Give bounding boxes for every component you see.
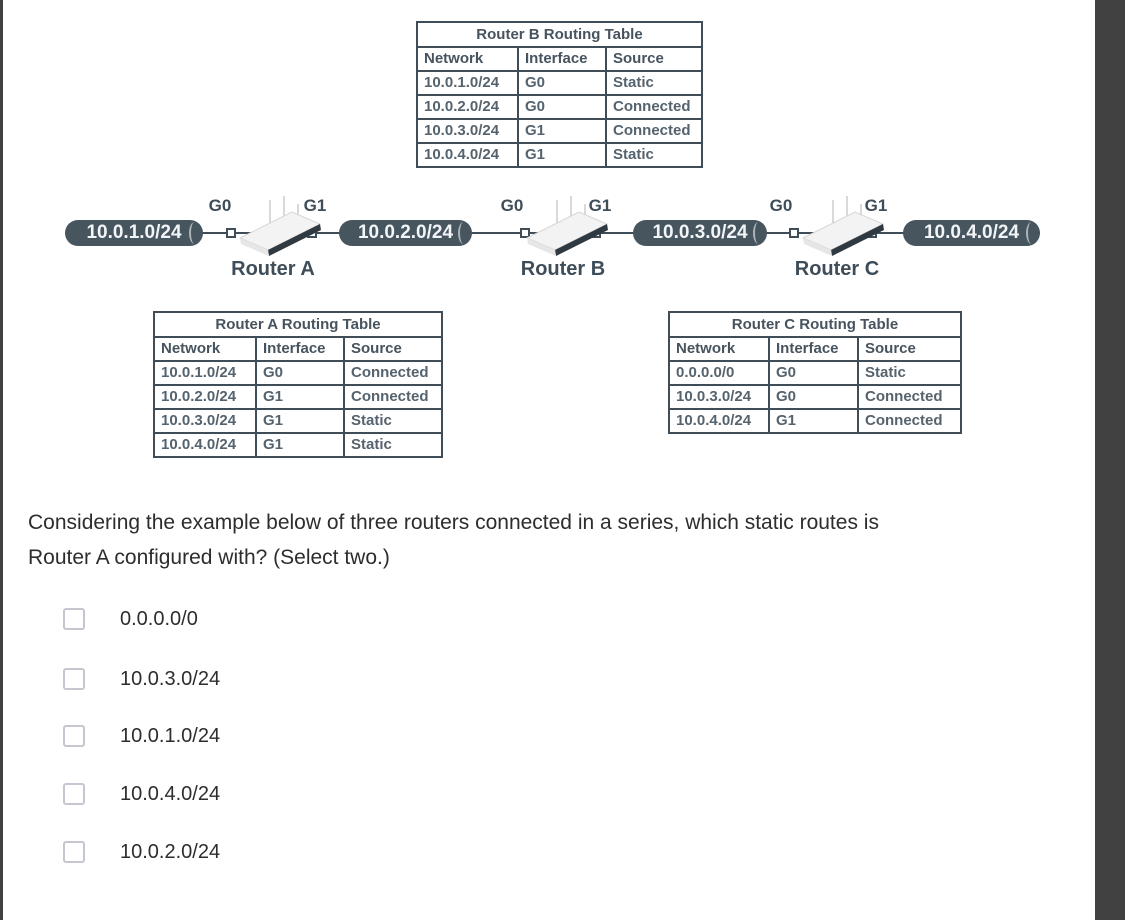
cell-interface: G1 [517,142,607,168]
table-row: 10.0.3.0/24 G1 Static [153,408,443,434]
cell-network: 10.0.4.0/24 [416,142,519,168]
col-header-source: Source [605,46,703,72]
cell-network: 10.0.3.0/24 [668,384,770,410]
cell-source: Connected [605,94,703,120]
port-label-router-a-g0: G0 [208,196,232,215]
router-icon [801,196,885,256]
table-title: Router A Routing Table [153,311,443,338]
router-a-routing-table: Router A Routing Table Network Interface… [153,311,443,458]
answer-option-2[interactable]: 10.0.3.0/24 [0,668,600,698]
cell-interface: G1 [255,432,345,458]
cell-network: 10.0.3.0/24 [153,408,257,434]
cell-source: Connected [605,118,703,144]
option-label: 0.0.0.0/0 [120,608,198,630]
cell-source: Static [605,142,703,168]
answer-option-1[interactable]: 0.0.0.0/0 [0,608,600,638]
col-header-network: Network [668,336,770,362]
table-row: 10.0.1.0/24 G0 Connected [153,360,443,386]
col-header-network: Network [153,336,257,362]
cell-interface: G0 [517,70,607,96]
router-a-label: Router A [231,258,315,280]
cell-source: Connected [343,360,443,386]
router-c-label: Router C [794,258,880,280]
cell-source: Static [857,360,962,386]
cell-network: 10.0.2.0/24 [153,384,257,410]
router-b-routing-table: Router B Routing Table Network Interface… [416,21,703,168]
port-label-router-a-g1: G1 [303,196,327,215]
cell-source: Connected [343,384,443,410]
cell-interface: G1 [255,384,345,410]
cell-interface: G0 [768,384,859,410]
cell-interface: G1 [768,408,859,434]
router-c-routing-table: Router C Routing Table Network Interface… [668,311,962,434]
window-frame-right [1095,0,1125,920]
cell-network: 0.0.0.0/0 [668,360,770,386]
col-header-interface: Interface [517,46,607,72]
cell-interface: G0 [768,360,859,386]
network-pill-4: 10.0.4.0/24 [903,220,1040,246]
cell-network: 10.0.4.0/24 [153,432,257,458]
answer-option-4[interactable]: 10.0.4.0/24 [0,783,600,813]
cell-network: 10.0.2.0/24 [416,94,519,120]
table-title: Router C Routing Table [668,311,962,338]
col-header-interface: Interface [255,336,345,362]
port-square-router-b-g0 [520,228,530,238]
table-row: 0.0.0.0/0 G0 Static [668,360,962,386]
network-pill-3: 10.0.3.0/24 [633,220,767,246]
port-square-router-a-g0 [226,228,236,238]
router-icon [238,196,322,256]
col-header-source: Source [857,336,962,362]
network-link-line [190,232,1040,234]
option-label: 10.0.1.0/24 [120,725,221,747]
checkbox-option-1[interactable] [63,608,85,630]
option-label: 10.0.2.0/24 [120,841,221,863]
network-pill-1: 10.0.1.0/24 [65,220,203,246]
cell-source: Connected [857,384,962,410]
network-pill-2: 10.0.2.0/24 [339,220,472,246]
option-label: 10.0.4.0/24 [120,783,221,805]
option-label: 10.0.3.0/24 [120,668,221,690]
table-row: 10.0.3.0/24 G0 Connected [668,384,962,410]
cell-interface: G1 [255,408,345,434]
table-row: 10.0.4.0/24 G1 Static [153,432,443,458]
table-row: 10.0.1.0/24 G0 Static [416,70,703,96]
table-row: 10.0.3.0/24 G1 Connected [416,118,703,144]
cell-source: Static [343,408,443,434]
port-square-router-c-g0 [789,228,799,238]
cell-source: Static [343,432,443,458]
port-label-router-c-g0: G0 [769,196,793,215]
answer-option-5[interactable]: 10.0.2.0/24 [0,841,600,871]
question-text: Considering the example below of three r… [28,511,879,569]
port-label-router-b-g1: G1 [588,196,612,215]
checkbox-option-4[interactable] [63,783,85,805]
table-title: Router B Routing Table [416,21,703,48]
port-label-router-b-g0: G0 [500,196,524,215]
cell-network: 10.0.4.0/24 [668,408,770,434]
cell-source: Static [605,70,703,96]
cell-source: Connected [857,408,962,434]
router-b-label: Router B [520,258,606,280]
col-header-network: Network [416,46,519,72]
router-icon [525,196,609,256]
table-row: 10.0.2.0/24 G1 Connected [153,384,443,410]
table-row: 10.0.2.0/24 G0 Connected [416,94,703,120]
network-diagram: 10.0.1.0/24 10.0.2.0/24 10.0.3.0/24 10.0… [0,190,1125,290]
checkbox-option-2[interactable] [63,668,85,690]
cell-network: 10.0.1.0/24 [153,360,257,386]
port-label-router-c-g1: G1 [864,196,888,215]
cell-network: 10.0.1.0/24 [416,70,519,96]
checkbox-option-5[interactable] [63,841,85,863]
answer-option-3[interactable]: 10.0.1.0/24 [0,725,600,755]
col-header-source: Source [343,336,443,362]
cell-network: 10.0.3.0/24 [416,118,519,144]
cell-interface: G1 [517,118,607,144]
col-header-interface: Interface [768,336,859,362]
checkbox-option-3[interactable] [63,725,85,747]
table-row: 10.0.4.0/24 G1 Static [416,142,703,168]
cell-interface: G0 [517,94,607,120]
cell-interface: G0 [255,360,345,386]
table-row: 10.0.4.0/24 G1 Connected [668,408,962,434]
window-frame-left [0,0,3,920]
